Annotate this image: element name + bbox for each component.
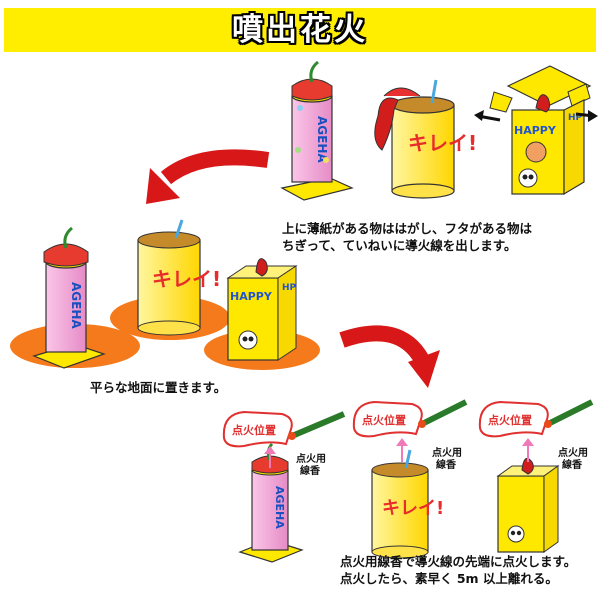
svg-text:点火用: 点火用 bbox=[432, 446, 462, 459]
svg-text:線香: 線香 bbox=[300, 464, 320, 477]
step1-caption-line2: ちぎって、ていねいに導火線を出します。 bbox=[282, 238, 517, 253]
svg-text:点火用: 点火用 bbox=[296, 452, 326, 465]
black-arrow-icon bbox=[474, 110, 598, 122]
ignition-point-label: 点火位置 bbox=[362, 413, 406, 427]
step3-caption: 点火用線香で導火線の先端に点火します。 点火したら、素早く 5m 以上離れる。 bbox=[340, 553, 576, 587]
incense-stick-icon bbox=[288, 399, 594, 440]
step1-caption-line1: 上に薄紙がある物ははがし、フタがある物は bbox=[282, 221, 533, 236]
pink-up-arrow-icon bbox=[264, 438, 534, 468]
hp-label: HP bbox=[568, 113, 583, 123]
happy-box-firework-icon: HAPPY HP bbox=[489, 65, 592, 196]
happy-label: HAPPY bbox=[514, 124, 557, 137]
kirei-firework-icon: キレイ! bbox=[374, 79, 477, 199]
ageha-label: AGEHA bbox=[273, 486, 286, 529]
step3-caption-line2: 点火したら、素早く 5m 以上離れる。 bbox=[340, 571, 558, 586]
happy-box-firework-icon bbox=[496, 457, 560, 553]
ignition-point-label: 点火位置 bbox=[488, 413, 532, 427]
page-title: 噴出花火 bbox=[232, 12, 368, 48]
ignition-point-bubble-icon: 点火位置 点火位置 点火位置 bbox=[222, 400, 549, 448]
step2-caption: 平らな地面に置きます。 bbox=[90, 380, 227, 395]
step1-caption: 上に薄紙がある物ははがし、フタがある物は ちぎって、ていねいに導火線を出します。 bbox=[282, 220, 532, 254]
kirei-firework-icon: キレイ! bbox=[371, 449, 444, 559]
hp-label: HP bbox=[282, 283, 297, 293]
kirei-label: キレイ! bbox=[152, 267, 221, 291]
happy-box-firework-icon: HAPPY HP bbox=[226, 258, 298, 361]
step3-caption-line1: 点火用線香で導火線の先端に点火します。 bbox=[340, 554, 577, 569]
happy-label: HAPPY bbox=[230, 290, 273, 303]
incense-label: 点火用 線香 点火用 線香 点火用 線香 bbox=[296, 446, 588, 477]
ageha-label: AGEHA bbox=[69, 282, 83, 329]
ageha-firework-icon: AGEHA bbox=[32, 226, 106, 369]
kirei-label: キレイ! bbox=[408, 131, 477, 155]
title-banner: 噴出花火 bbox=[4, 8, 596, 52]
kirei-label: キレイ! bbox=[382, 498, 444, 519]
svg-text:線香: 線香 bbox=[562, 458, 582, 471]
ageha-label: AGEHA bbox=[315, 116, 329, 163]
red-arrow-icon bbox=[339, 325, 440, 388]
ageha-firework-icon: AGEHA bbox=[280, 60, 354, 201]
svg-text:線香: 線香 bbox=[436, 458, 456, 471]
ignition-point-label: 点火位置 bbox=[232, 423, 276, 437]
kirei-firework-icon: キレイ! bbox=[137, 219, 221, 336]
red-arrow-icon bbox=[146, 149, 270, 204]
svg-text:点火用: 点火用 bbox=[558, 446, 588, 459]
